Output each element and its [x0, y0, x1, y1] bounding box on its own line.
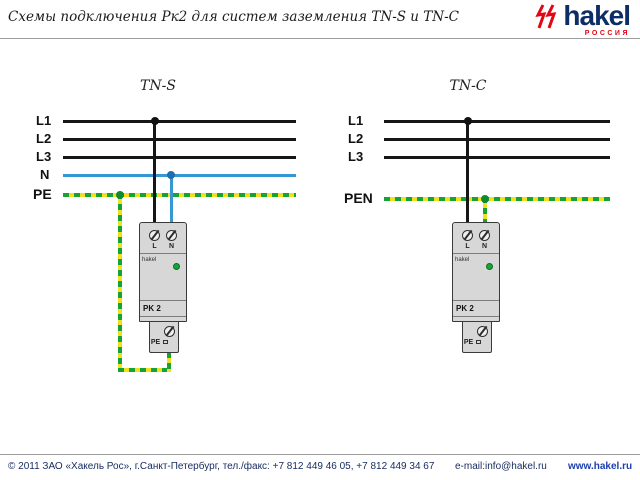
tnc-status-led [486, 263, 493, 270]
device-divider [140, 300, 186, 301]
device-divider [453, 300, 499, 301]
tns-bus-l1 [63, 120, 296, 123]
tnc-bus-pen [384, 197, 610, 201]
tns-label-l3: L3 [36, 149, 52, 164]
tnc-terminal-n-label: N [481, 243, 488, 250]
ground-symbol-icon [476, 340, 481, 344]
tns-spd-device-tab [149, 322, 179, 353]
tns-terminal-pe-screw [164, 325, 175, 337]
tns-bus-l3 [63, 156, 296, 159]
screw-slot-icon [480, 229, 490, 241]
tns-terminal-pe-label: PE [150, 339, 161, 346]
logo-country-text: РОССИЯ [584, 30, 630, 37]
tns-label-l1: L1 [36, 113, 52, 128]
tns-device-brand: hakel [142, 257, 157, 263]
tns-wire-pe-up [167, 352, 171, 372]
tns-status-led [173, 263, 180, 270]
footer-email: e-mail:info@hakel.ru [455, 461, 547, 472]
header-divider [0, 38, 640, 39]
tns-label-l2: L2 [36, 131, 52, 146]
tns-bus-pe [63, 193, 296, 197]
tnc-label-l2: L2 [348, 131, 364, 146]
device-divider [453, 316, 499, 317]
tns-wire-n-to-device [170, 174, 173, 232]
screw-slot-icon [165, 325, 175, 337]
device-divider [140, 316, 186, 317]
tnc-terminal-pe-label: PE [463, 339, 474, 346]
logo-brand-text: hakel [563, 0, 631, 31]
tnc-bus-l3 [384, 156, 610, 159]
tnc-terminal-n-screw [479, 229, 490, 241]
tns-terminal-l-screw [149, 229, 160, 241]
tns-spd-device-body [139, 222, 187, 322]
tnc-diagram-title: TN-C [449, 78, 487, 94]
ground-symbol-icon [163, 340, 168, 344]
footer-divider [0, 454, 640, 455]
tnc-spd-device-tab [462, 322, 492, 353]
screw-slot-icon [167, 229, 177, 241]
tns-wire-l1-to-device [153, 120, 156, 232]
screw-slot-icon [463, 229, 473, 241]
tnc-terminal-pe-screw [477, 325, 488, 337]
tnc-junction-l1 [464, 117, 472, 125]
tnc-bus-l1 [384, 120, 610, 123]
tns-junction-pe [116, 191, 124, 199]
page-title: Схемы подключения Рк2 для систем заземле… [8, 9, 460, 25]
tnc-wire-l1-to-device [466, 120, 469, 232]
tnc-terminal-l-label: L [465, 243, 470, 250]
device-divider [140, 253, 186, 254]
tnc-label-l1: L1 [348, 113, 364, 128]
tns-terminal-n-screw [166, 229, 177, 241]
footer-copyright: © 2011 ЗАО «Хакель Рос», г.Санкт-Петербу… [8, 461, 435, 472]
tnc-wire-pen-to-device [483, 197, 487, 232]
footer-website-link[interactable]: www.hakel.ru [568, 461, 633, 472]
tnc-spd-device-body [452, 222, 500, 322]
tns-junction-l1 [151, 117, 159, 125]
tns-diagram-title: TN-S [140, 78, 176, 94]
tnc-terminal-l-screw [462, 229, 473, 241]
tns-bus-l2 [63, 138, 296, 141]
tns-device-model: PK 2 [143, 304, 161, 313]
tns-terminal-l-label: L [152, 243, 157, 250]
hakel-logo: hakel РОССИЯ [535, 0, 631, 38]
tnc-bus-l2 [384, 138, 610, 141]
tns-label-n: N [40, 167, 50, 182]
tns-label-pe: PE [33, 186, 52, 202]
tns-bus-n [63, 174, 296, 177]
lightning-bolts-icon [535, 3, 561, 38]
device-divider [453, 253, 499, 254]
tnc-device-model: PK 2 [456, 304, 474, 313]
screw-slot-icon [478, 325, 488, 337]
tnc-label-pen: PEN [344, 190, 373, 206]
tns-wire-pe-across [118, 368, 171, 372]
tnc-label-l3: L3 [348, 149, 364, 164]
tns-junction-n [167, 171, 175, 179]
tnc-device-brand: hakel [455, 257, 470, 263]
tns-wire-pe-down [118, 193, 122, 372]
tns-terminal-n-label: N [168, 243, 175, 250]
tnc-junction-pen [481, 195, 489, 203]
screw-slot-icon [150, 229, 160, 241]
